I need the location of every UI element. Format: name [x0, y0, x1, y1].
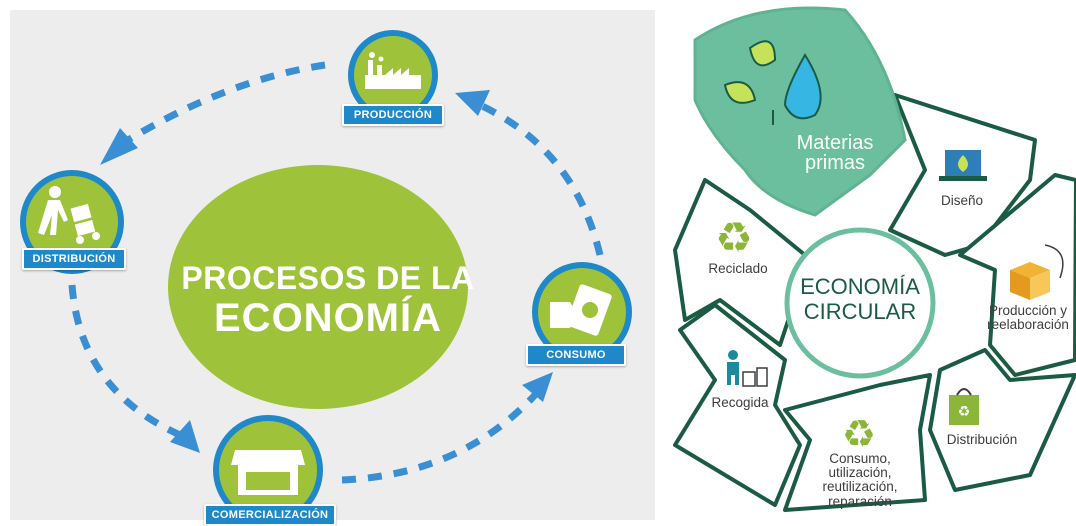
- center-title: PROCESOS DE LA ECONOMÍA: [173, 170, 483, 430]
- recycle-icon-consumo: ♻: [842, 412, 876, 456]
- center-line-1: ECONOMÍA: [800, 274, 920, 299]
- node-produccion: [348, 30, 438, 120]
- economy-process-panel: PROCESOS DE LA ECONOMÍA PRODUCCIÓN DISTR…: [10, 10, 655, 526]
- center-hub: [784, 227, 936, 379]
- leaves-water-drop-icon: [723, 40, 822, 125]
- center-line-2: CIRCULAR: [803, 299, 917, 325]
- arrow-comercializacion-consumo: [341, 392, 538, 484]
- money-hand-icon: [550, 284, 612, 336]
- title-line-1: PROCESOS DE LA: [181, 260, 475, 296]
- label-consumo: CONSUMO: [526, 344, 626, 366]
- materias-primas-label: Materias primas: [796, 132, 874, 174]
- label-produccion: Producción y reelaboración: [987, 303, 1069, 333]
- market-stall-icon: [231, 450, 305, 495]
- arrowhead-distribucion: [100, 128, 138, 165]
- arrowhead-produccion: [455, 90, 490, 116]
- label-reciclado: Reciclado: [708, 261, 768, 276]
- bag-recycle-icon: ♻: [949, 388, 979, 425]
- arrow-heads: [100, 90, 553, 453]
- circular-economy-title: ECONOMÍA CIRCULAR: [780, 274, 940, 325]
- svg-text:♻: ♻: [958, 404, 971, 420]
- factory-icon: [365, 52, 421, 89]
- label-distribucion: DISTRIBUCIÓN: [22, 248, 126, 270]
- segment-distribucion: [928, 348, 1076, 492]
- arrowhead-comercializacion: [170, 420, 200, 453]
- label-consumo: Consumo, utilización, reutilización, rep…: [822, 451, 898, 509]
- label-distribucion: Distribución: [946, 432, 1018, 447]
- box-cycle-icon: [1010, 244, 1064, 300]
- circular-economy-diagram: ♻ ♻ ♻: [673, 6, 1076, 512]
- trash-person-icon: [727, 350, 768, 387]
- cycle-arrows: [68, 61, 604, 484]
- arrow-distribucion-comercializacion: [68, 284, 182, 439]
- segment-consumo: [783, 373, 932, 512]
- label-diseno: Diseño: [940, 193, 984, 208]
- laptop-leaf-icon: [939, 150, 987, 181]
- node-comercializacion: [213, 415, 323, 520]
- recycle-icon-reciclado: ♻: [715, 213, 753, 262]
- center-circle: [168, 165, 468, 409]
- segment-recogida: [673, 303, 802, 507]
- title-line-2: ECONOMÍA: [214, 296, 442, 340]
- segment-reciclado: [673, 178, 807, 347]
- arrow-produccion-distribucion: [118, 61, 326, 148]
- arrow-consumo-produccion: [478, 101, 604, 256]
- arrowhead-consumo: [522, 372, 553, 402]
- node-consumo: [532, 262, 632, 362]
- hand-truck-icon: [38, 186, 100, 244]
- label-recogida: Recogida: [711, 395, 769, 410]
- label-comercializacion: COMERCIALIZACIÓN: [204, 504, 336, 526]
- process-cycle-diagram: [20, 30, 632, 520]
- label-produccion: PRODUCCIÓN: [342, 104, 444, 126]
